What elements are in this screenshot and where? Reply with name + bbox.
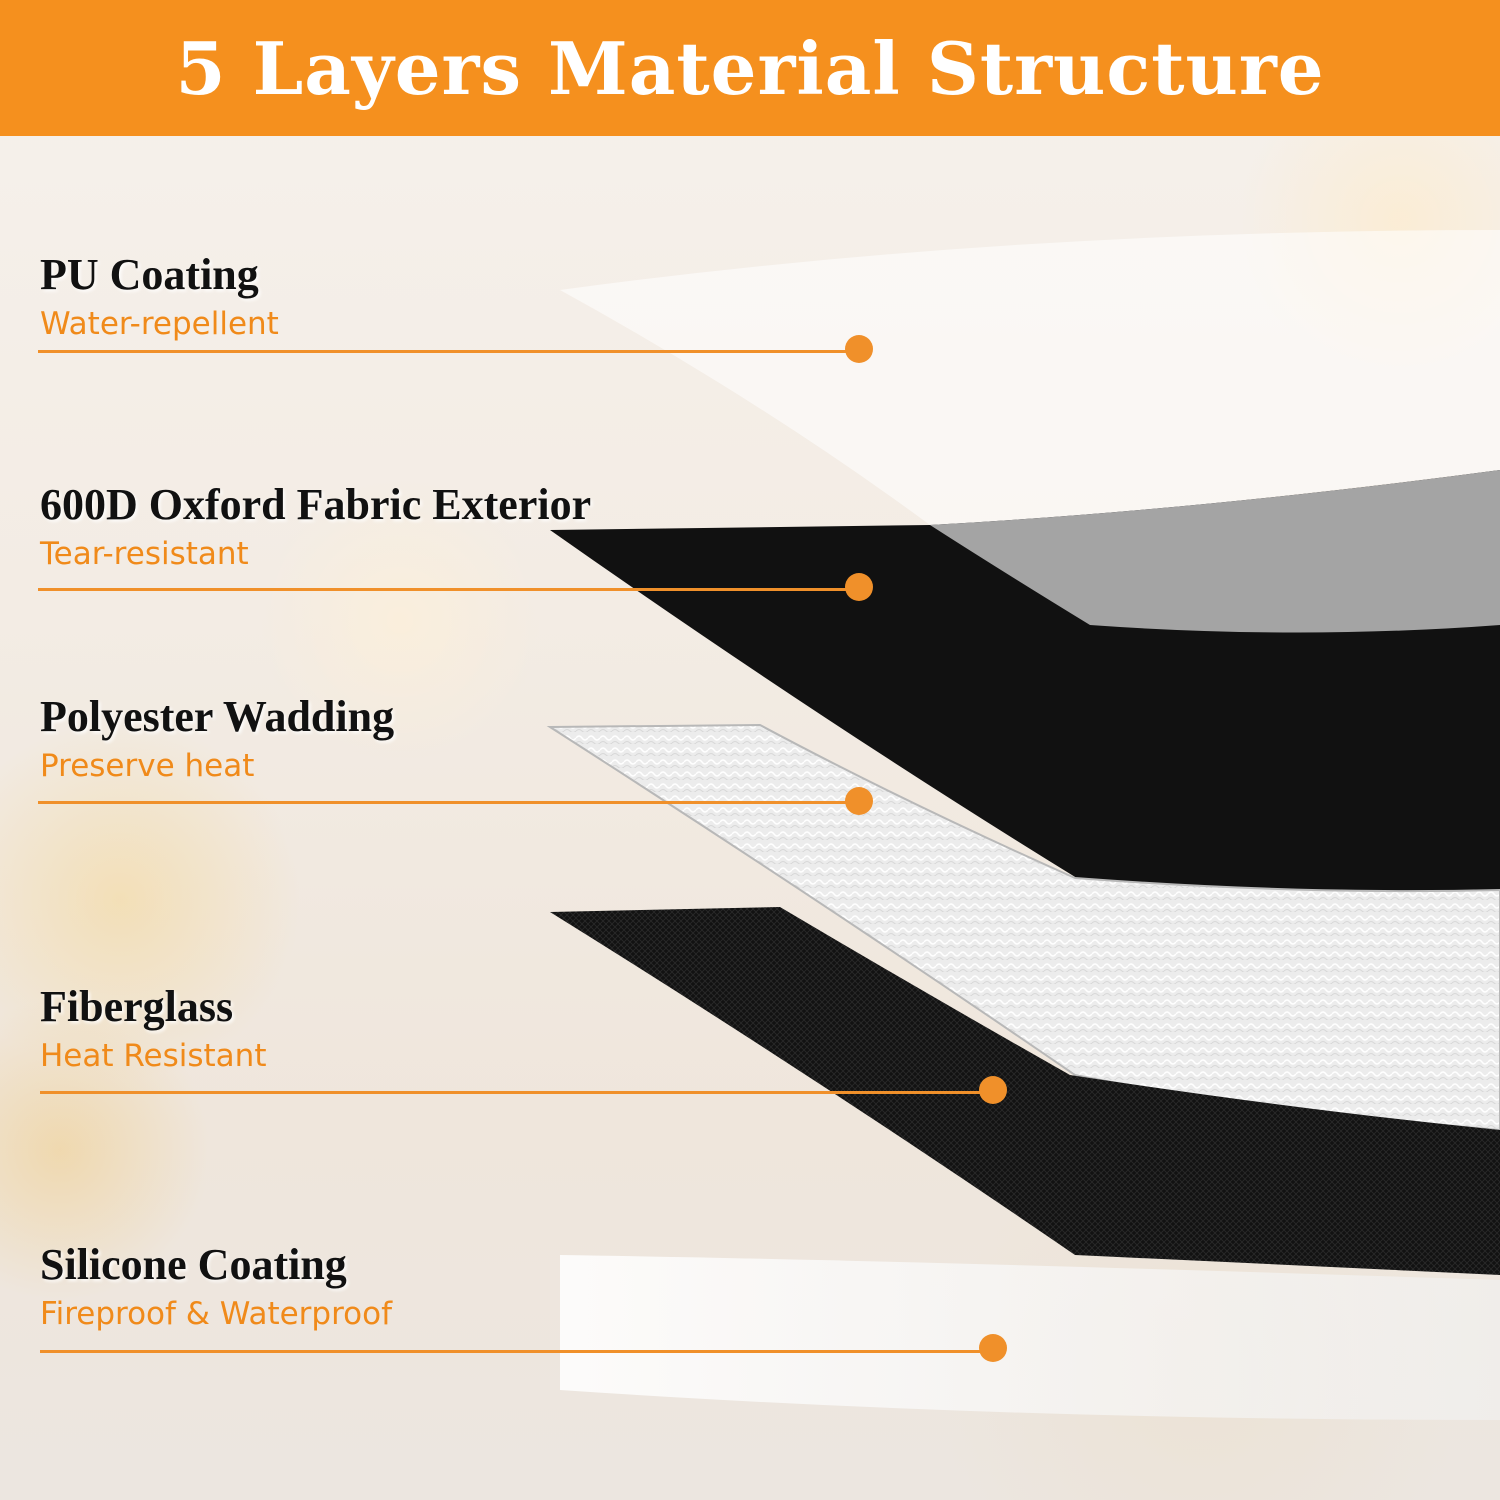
- layer-label-polyester-wadding: Polyester Wadding Preserve heat: [40, 692, 940, 786]
- layer-label-fiberglass: Fiberglass Heat Resistant: [40, 982, 940, 1076]
- leader-line: [38, 801, 860, 804]
- leader-dot: [845, 787, 873, 815]
- layer-name: Polyester Wadding: [40, 692, 395, 741]
- leader-line: [38, 588, 860, 591]
- layer-name: Silicone Coating: [40, 1240, 347, 1289]
- silicone-coating-layer: [560, 1255, 1500, 1420]
- leader-dot: [979, 1076, 1007, 1104]
- leader-line: [40, 1091, 995, 1094]
- leader-dot: [979, 1334, 1007, 1362]
- leader-line: [40, 1350, 995, 1353]
- page-title: 5 Layers Material Structure: [175, 25, 1325, 111]
- oxford-fabric-face: [930, 470, 1500, 633]
- layer-label-oxford-fabric: 600D Oxford Fabric Exterior Tear-resista…: [40, 480, 940, 574]
- fiberglass-layer: [550, 907, 1500, 1275]
- pu-coating-layer: [560, 230, 1500, 525]
- layer-description: Fireproof & Waterproof: [40, 1296, 393, 1332]
- layer-description: Tear-resistant: [40, 536, 249, 572]
- title-banner: 5 Layers Material Structure: [0, 0, 1500, 136]
- layer-description: Heat Resistant: [40, 1038, 267, 1074]
- layer-name: Fiberglass: [40, 982, 234, 1031]
- layer-label-pu-coating: PU Coating Water-repellent: [40, 250, 940, 344]
- layer-name: 600D Oxford Fabric Exterior: [40, 480, 592, 529]
- leader-dot: [845, 335, 873, 363]
- layer-description: Preserve heat: [40, 748, 255, 784]
- layer-label-silicone-coating: Silicone Coating Fireproof & Waterproof: [40, 1240, 940, 1334]
- layer-name: PU Coating: [40, 250, 259, 299]
- layer-description: Water-repellent: [40, 306, 279, 342]
- leader-dot: [845, 573, 873, 601]
- leader-line: [38, 350, 860, 353]
